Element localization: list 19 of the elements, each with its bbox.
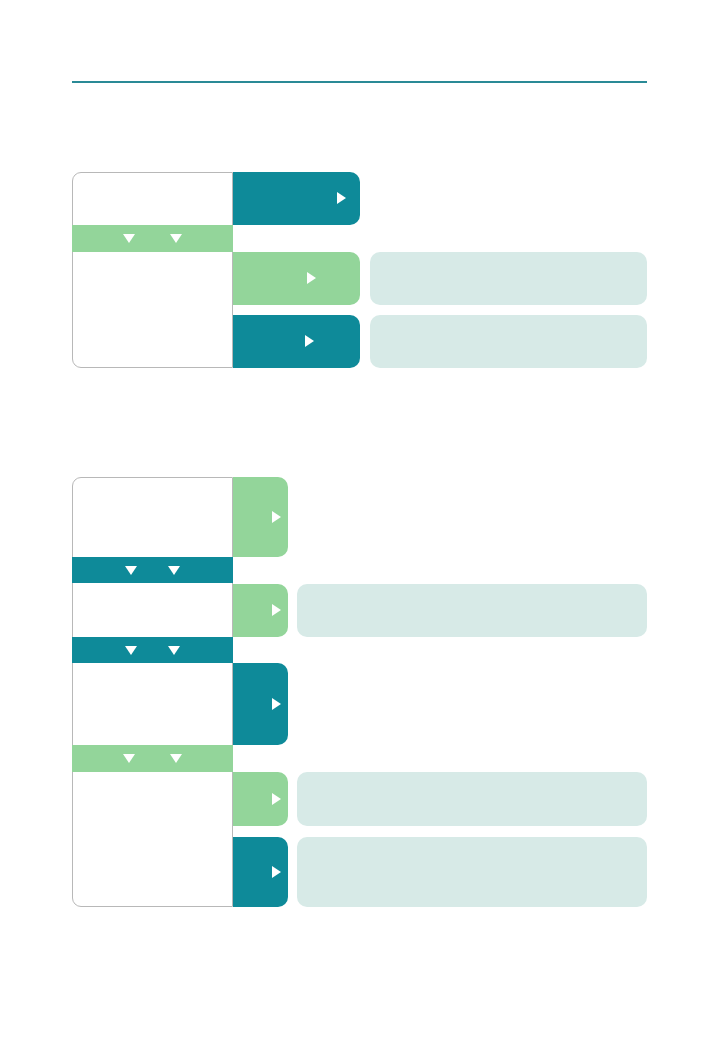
divider-band: [72, 557, 233, 583]
side-tab: [233, 172, 360, 225]
info-panel: [370, 315, 647, 368]
side-tab: [233, 584, 288, 637]
divider-band: [72, 637, 233, 663]
side-tab: [233, 772, 288, 826]
bordered-panel: [72, 172, 233, 368]
side-tab: [233, 252, 360, 305]
info-panel: [297, 584, 647, 637]
side-tab: [233, 477, 288, 557]
divider-band: [72, 745, 233, 772]
info-panel: [297, 837, 647, 907]
bordered-panel: [72, 477, 233, 907]
side-tab: [233, 837, 288, 907]
side-tab: [233, 315, 360, 368]
info-panel: [297, 772, 647, 826]
side-tab: [233, 663, 288, 745]
divider-band: [72, 225, 233, 252]
info-panel: [370, 252, 647, 305]
